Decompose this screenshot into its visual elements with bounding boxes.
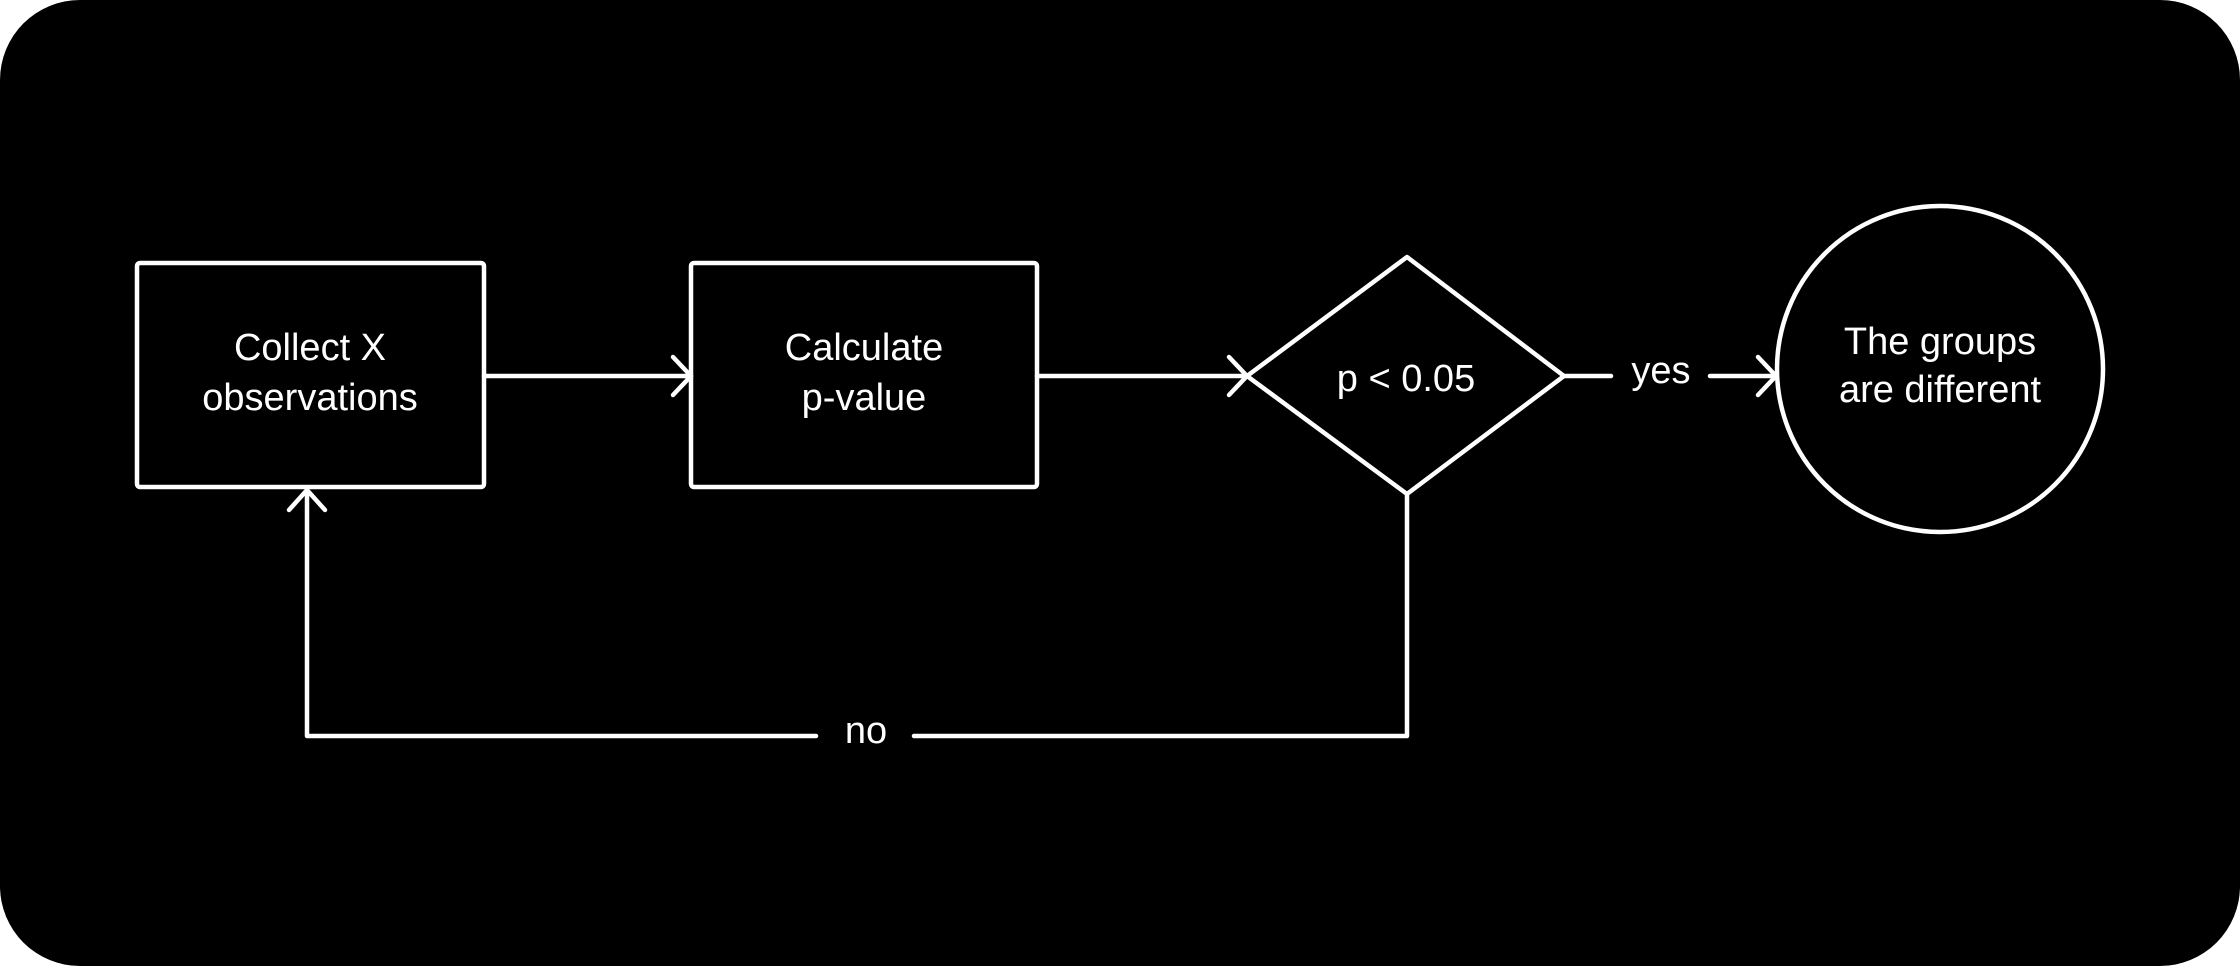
no-label: no (845, 710, 887, 752)
decision-label: p < 0.05 (1337, 358, 1475, 400)
result-line1: The groups (1844, 321, 2036, 363)
calculate-line1: Calculate (785, 327, 943, 369)
collect-line2: observations (202, 377, 417, 419)
arrow-collect-to-calculate (481, 354, 694, 398)
collect-line1: Collect X (234, 327, 386, 369)
calculate-line2: p-value (802, 377, 927, 419)
arrow-yes-to-result (1561, 354, 1779, 398)
calculate-pvalue-box (688, 260, 1040, 490)
yes-label: yes (1631, 350, 1690, 392)
collect-observations-box (134, 260, 487, 490)
result-line2: are different (1839, 369, 2042, 411)
result-circle (1774, 203, 2106, 535)
arrow-calculate-to-decision (1034, 354, 1250, 398)
arrow-no-loop-back (286, 487, 1410, 739)
